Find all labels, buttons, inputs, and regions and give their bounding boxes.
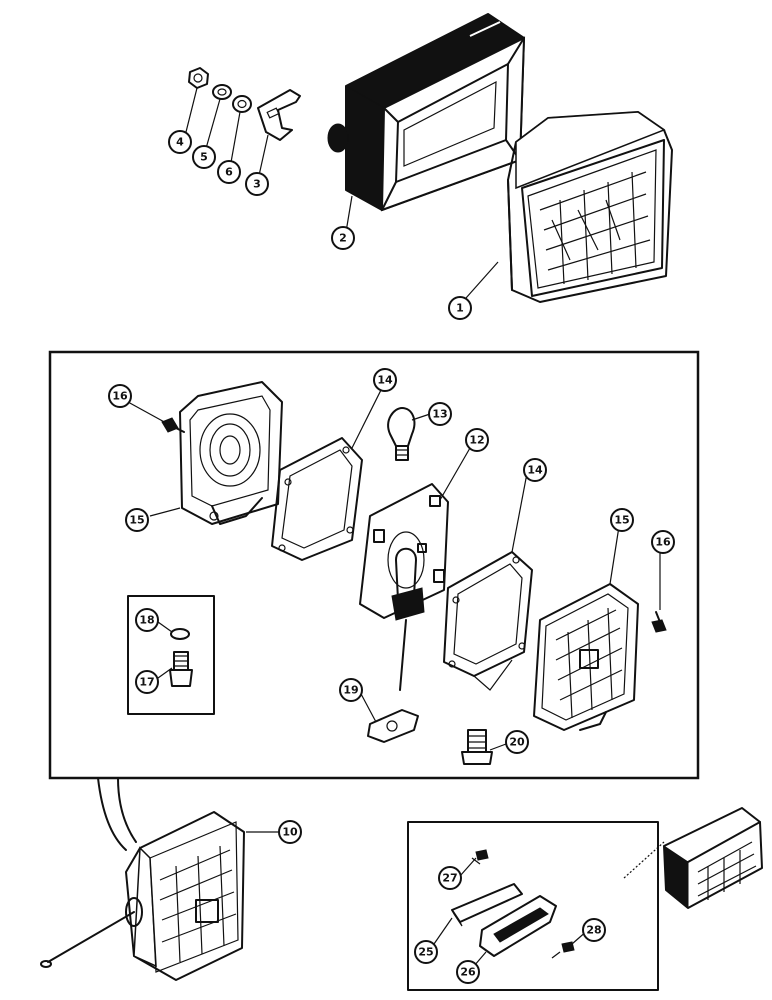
- svg-text:14: 14: [377, 374, 393, 387]
- part-screw-28: [551, 941, 575, 959]
- part-bulb-13: [387, 407, 416, 461]
- callout-19: 19: [339, 678, 363, 702]
- svg-text:16: 16: [655, 536, 671, 549]
- svg-text:6: 6: [225, 166, 233, 179]
- svg-text:15: 15: [129, 514, 144, 527]
- part-bolt-20: [461, 729, 493, 765]
- part-reflector-12: [359, 483, 449, 691]
- inset-box-marker-lamp: [407, 821, 659, 991]
- svg-text:16: 16: [112, 390, 128, 403]
- svg-text:10: 10: [282, 826, 298, 839]
- callout-16-right: 16: [651, 530, 675, 554]
- part-bolt-17: [169, 651, 193, 687]
- callout-16-left: 16: [108, 384, 132, 408]
- callout-17: 17: [135, 670, 159, 694]
- part-gasket-14-left: [271, 437, 363, 561]
- part-screw-16-left: [161, 417, 185, 433]
- part-screw-16-right: [651, 611, 667, 633]
- callout-15-right: 15: [610, 508, 634, 532]
- callout-4: 4: [168, 130, 192, 154]
- callout-14-left: 14: [373, 368, 397, 392]
- part-plate-19: [367, 709, 419, 743]
- part-housing-26: [479, 895, 557, 957]
- callout-2: 2: [331, 226, 355, 250]
- svg-text:12: 12: [469, 434, 484, 447]
- svg-text:20: 20: [509, 736, 525, 749]
- callout-27: 27: [438, 866, 462, 890]
- callout-18: 18: [135, 608, 159, 632]
- part-nut-4: [188, 67, 209, 89]
- part-lens-housing-15-right: [533, 583, 639, 731]
- part-work-lamp-10: [40, 811, 245, 981]
- svg-text:28: 28: [586, 924, 601, 937]
- part-lockwasher-18: [170, 628, 190, 640]
- svg-text:1: 1: [456, 302, 464, 315]
- svg-text:2: 2: [339, 232, 347, 245]
- svg-text:25: 25: [418, 946, 433, 959]
- svg-text:18: 18: [139, 614, 154, 627]
- svg-text:19: 19: [343, 684, 358, 697]
- svg-text:13: 13: [432, 408, 447, 421]
- part-lockwasher-5: [212, 84, 232, 100]
- part-marker-lamp-assembled: [663, 807, 763, 910]
- part-washer-6: [232, 95, 252, 113]
- part-sealed-beam-1: [507, 111, 673, 303]
- svg-text:27: 27: [442, 872, 457, 885]
- callout-6: 6: [217, 160, 241, 184]
- callout-14-right: 14: [523, 458, 547, 482]
- callout-12: 12: [465, 428, 489, 452]
- svg-text:3: 3: [253, 178, 261, 191]
- callout-25: 25: [414, 940, 438, 964]
- part-bracket-3: [257, 89, 301, 141]
- callout-20: 20: [505, 730, 529, 754]
- part-gasket-14-right: [443, 551, 533, 691]
- svg-text:15: 15: [614, 514, 629, 527]
- svg-text:14: 14: [527, 464, 543, 477]
- svg-text:17: 17: [139, 676, 154, 689]
- svg-text:5: 5: [200, 151, 208, 164]
- callout-13: 13: [428, 402, 452, 426]
- callout-1: 1: [448, 296, 472, 320]
- callout-10: 10: [278, 820, 302, 844]
- part-lens-25: [451, 883, 523, 927]
- svg-text:26: 26: [460, 966, 476, 979]
- inset-box-17-18: [127, 595, 215, 715]
- callout-5: 5: [192, 145, 216, 169]
- callout-26: 26: [456, 960, 480, 984]
- part-screw-27: [471, 849, 489, 865]
- callout-15-left: 15: [125, 508, 149, 532]
- callout-3: 3: [245, 172, 269, 196]
- callout-28: 28: [582, 918, 606, 942]
- part-lens-housing-15-left: [179, 381, 283, 525]
- svg-text:4: 4: [176, 136, 184, 149]
- part-housing-2: [327, 13, 526, 212]
- exploded-view-panel: [48, 350, 700, 780]
